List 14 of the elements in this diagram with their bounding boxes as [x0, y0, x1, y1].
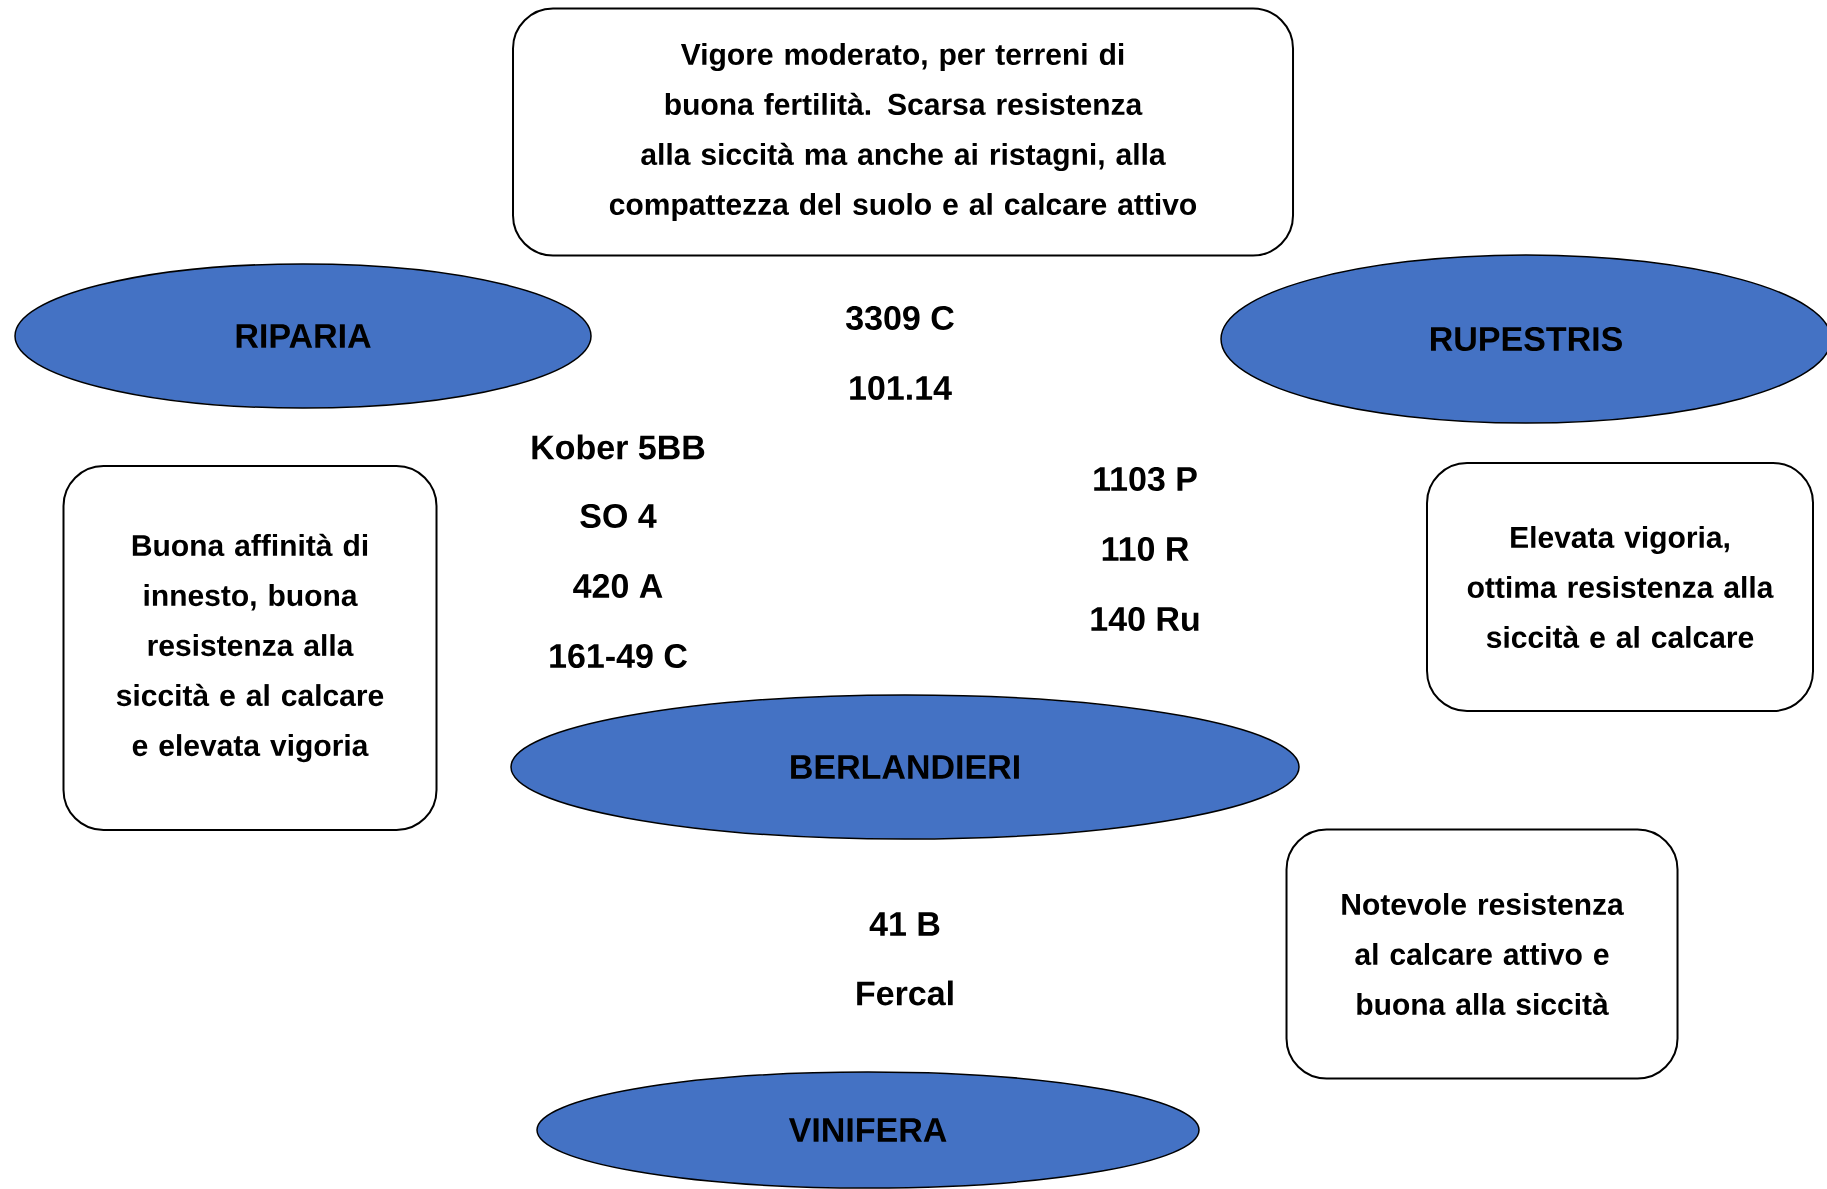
rootstock-label: 1103 P [1094, 466, 1197, 492]
rootstock-label: 3309 C [846, 305, 954, 331]
rootstock-label: 41 B [869, 912, 940, 936]
rootstock-label: 420 A [573, 573, 663, 599]
rootstock-label: 101.14 [850, 375, 952, 401]
text-box: Notevole resistenza al calcare attivo e buona alla siccità [1285, 828, 1679, 1080]
text-box: Vigore moderato, per terreni di buona fertilità. Scarsa resistenza alla siccità ma anche ai ristagni, alla compattezza del suolo e al calcare attivo [512, 7, 1294, 257]
rootstock-label: SO 4 [580, 503, 657, 529]
rootstock-label: Kober 5BB [532, 434, 705, 460]
rootstock-label: 140 Ru [1091, 606, 1199, 632]
rootstock-label: Fercal [857, 980, 953, 1006]
rootstock-label: 110 R [1102, 536, 1189, 562]
text-box: Buona affinità di innesto, buona resistenza alla siccità e al calcare e elevata vigoria [62, 465, 438, 831]
text-box: Elevata vigoria, ottima resistenza alla siccità e al calcare [1426, 462, 1814, 712]
